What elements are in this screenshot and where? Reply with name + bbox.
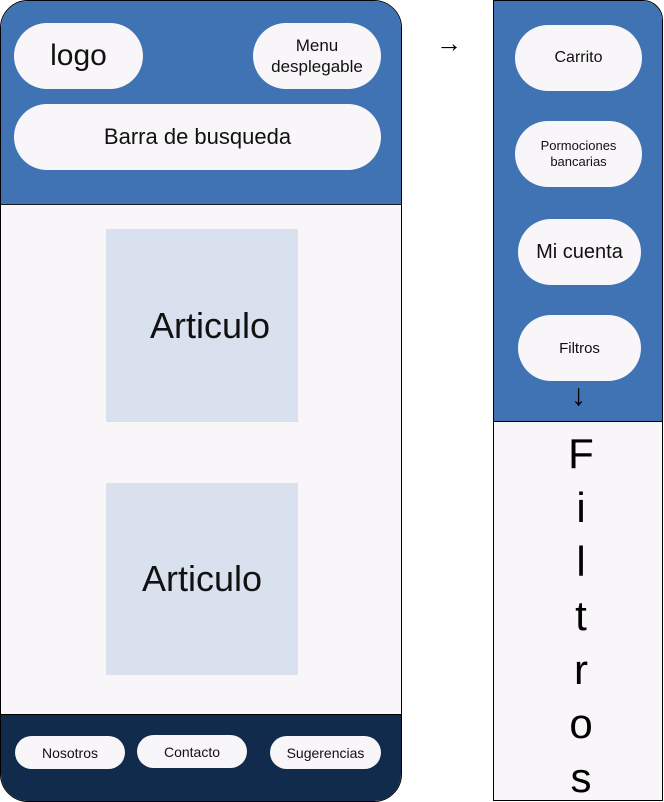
arrow-down-icon: ↓ bbox=[571, 379, 586, 412]
menu-item-promociones-bancarias[interactable]: Pormociones bancarias bbox=[515, 121, 642, 187]
filters-letter: o bbox=[569, 700, 593, 747]
filters-letter: l bbox=[576, 538, 586, 585]
footer-link-contacto[interactable]: Contacto bbox=[137, 735, 247, 768]
footer-link-sugerencias[interactable]: Sugerencias bbox=[270, 736, 381, 769]
filters-letter: r bbox=[574, 646, 588, 693]
dropdown-menu-button[interactable]: Menu desplegable bbox=[253, 23, 381, 89]
menu-item-mi-cuenta[interactable]: Mi cuenta bbox=[518, 219, 641, 285]
filters-letter: i bbox=[576, 484, 586, 531]
article-card[interactable]: Articulo bbox=[106, 483, 298, 675]
logo[interactable]: logo bbox=[14, 23, 143, 89]
footer-link-nosotros[interactable]: Nosotros bbox=[15, 736, 125, 769]
menu-item-carrito[interactable]: Carrito bbox=[515, 25, 642, 91]
menu-item-filtros[interactable]: Filtros bbox=[518, 315, 641, 381]
phone-mockup: logo Menu desplegable Barra de busqueda … bbox=[0, 0, 402, 802]
filters-letter: F bbox=[568, 430, 594, 477]
search-bar[interactable]: Barra de busqueda bbox=[14, 104, 381, 170]
arrow-right-icon: → bbox=[436, 28, 462, 58]
header: logo Menu desplegable Barra de busqueda bbox=[1, 1, 401, 205]
filters-panel-title: F i l t r o s bbox=[555, 427, 607, 802]
filters-letter: t bbox=[575, 592, 587, 639]
filters-letter: s bbox=[570, 754, 592, 801]
article-card[interactable]: Articulo bbox=[106, 229, 298, 422]
footer: Nosotros Contacto Sugerencias bbox=[1, 714, 401, 801]
